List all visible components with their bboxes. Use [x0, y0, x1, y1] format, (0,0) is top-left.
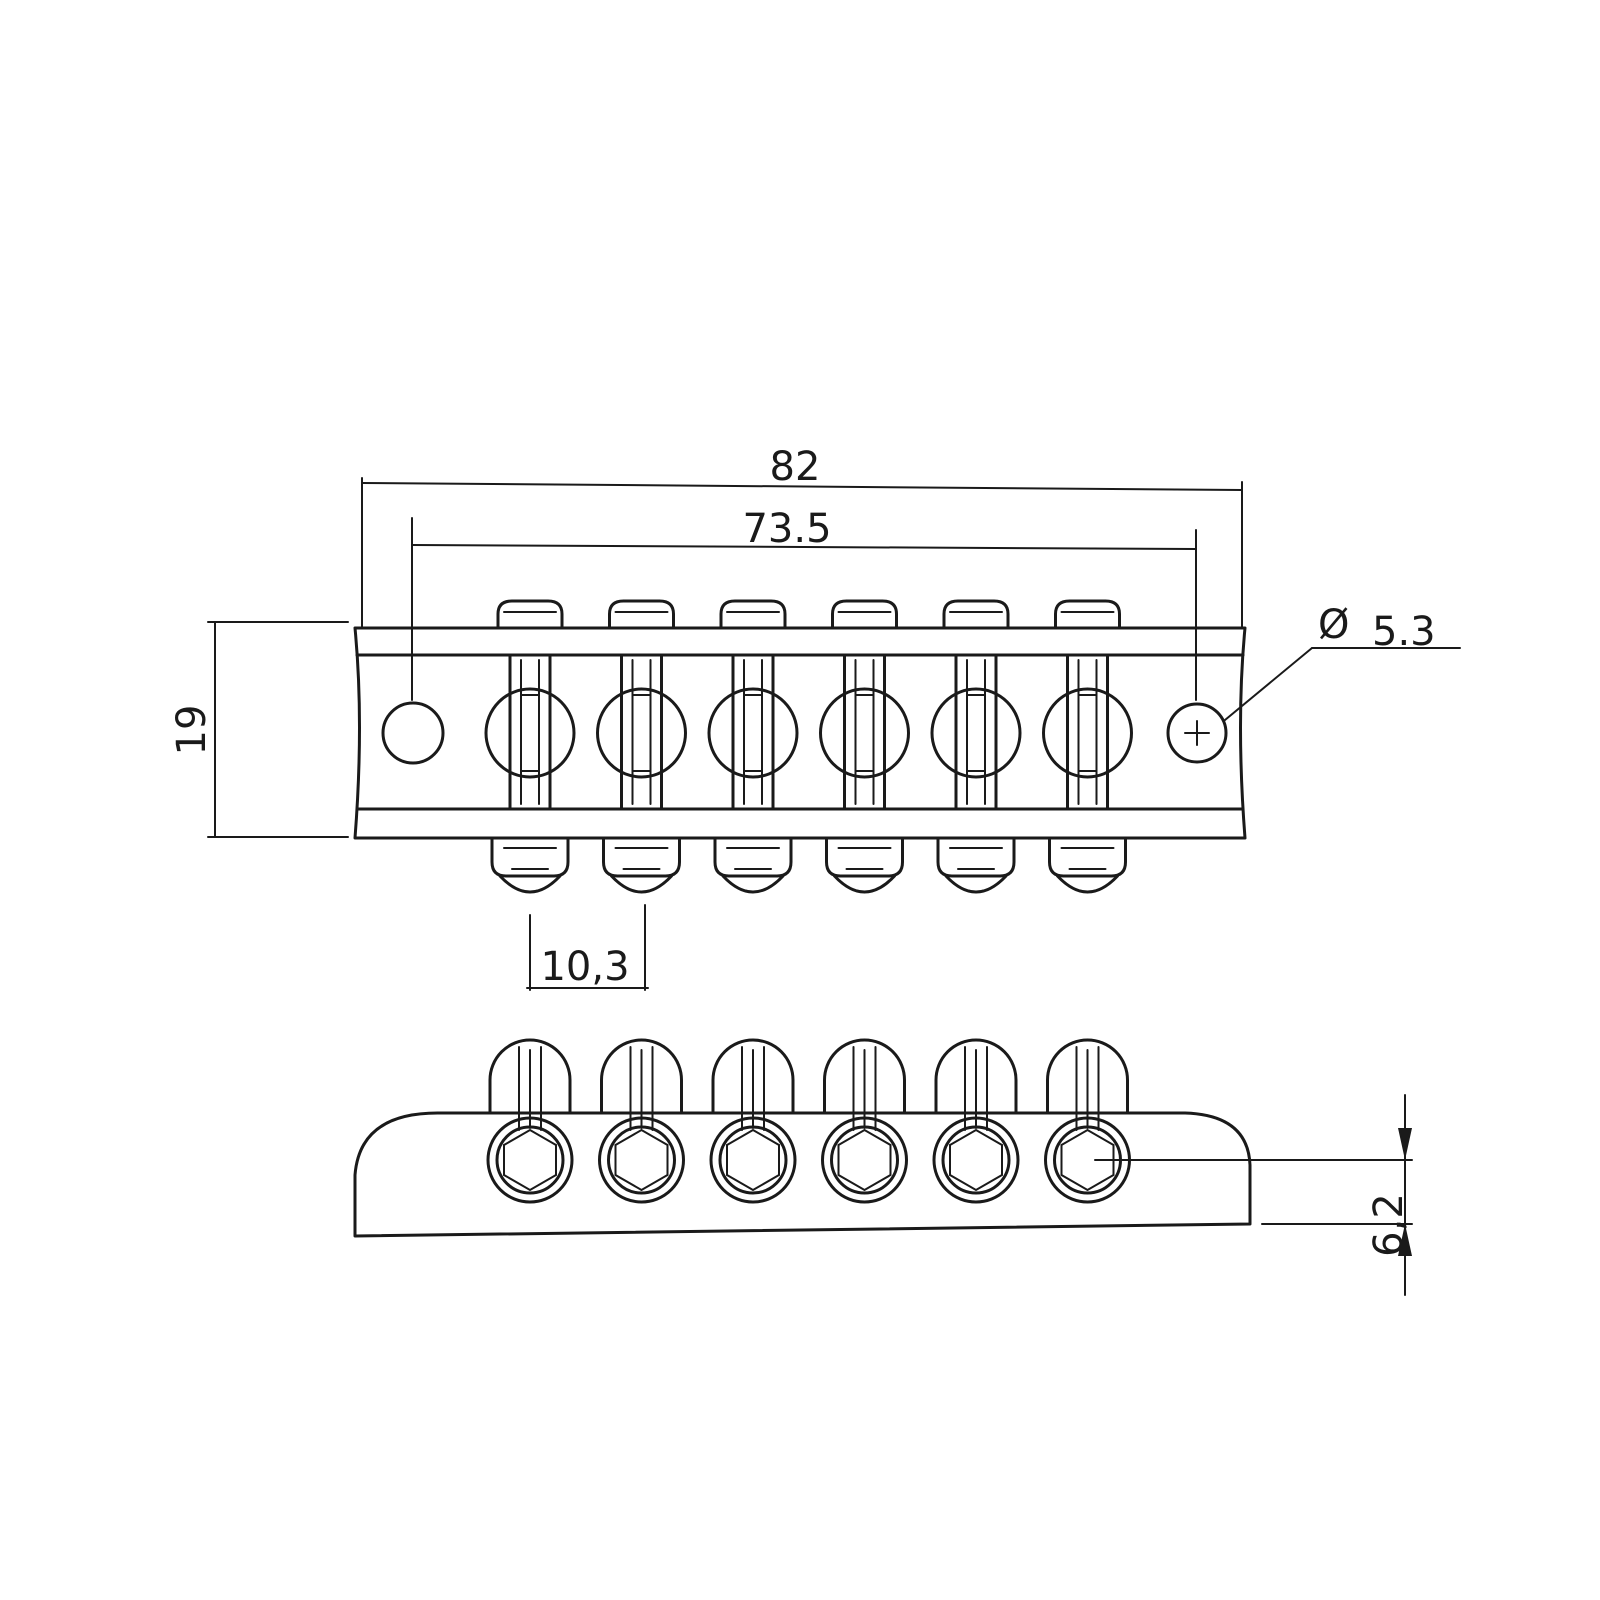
dim-19-label: 19 — [169, 705, 215, 756]
saddle-nut — [490, 836, 570, 878]
front-view — [353, 1038, 1252, 1238]
mounting-hole-left — [381, 701, 445, 765]
saddle-top — [484, 599, 576, 894]
saddle-cap — [496, 599, 564, 630]
mounting-hole-right — [1166, 702, 1228, 764]
dim-82-label: 82 — [770, 444, 821, 490]
saddle-hex-nut — [726, 1128, 780, 1192]
saddle-roller — [930, 687, 1022, 779]
saddle-hex-nut — [837, 1128, 892, 1192]
saddle-front — [1044, 1038, 1131, 1204]
saddle-dome — [600, 1038, 683, 1115]
saddle-front — [932, 1038, 1020, 1204]
front-base-outline — [353, 1111, 1252, 1238]
saddle-slot — [520, 694, 540, 772]
saddle-nut — [713, 836, 793, 878]
saddle-roller — [1042, 687, 1133, 779]
saddle-hole-outer — [821, 1116, 908, 1204]
dim-62-arrow-bottom — [1398, 1224, 1412, 1256]
saddle-top — [707, 599, 799, 894]
saddle-top — [930, 599, 1022, 894]
dim-10-label: 10,3 — [540, 944, 629, 990]
saddle-nut-dome — [1056, 874, 1119, 894]
saddle-hole-inner — [495, 1125, 565, 1195]
saddle-hex-nut — [949, 1128, 1003, 1192]
dim-73-label: 73.5 — [742, 506, 831, 552]
saddle-dome — [488, 1038, 572, 1115]
saddle-hole-outer — [486, 1116, 574, 1204]
saddle-hex-nut — [1060, 1128, 1115, 1192]
saddle-front — [598, 1038, 685, 1204]
saddle-nut-dome — [721, 874, 785, 894]
saddle-hole-inner — [941, 1125, 1011, 1195]
diameter-symbol: Ø — [1318, 602, 1349, 648]
saddle-hole-outer — [932, 1116, 1020, 1204]
saddle-nut — [602, 836, 681, 878]
saddle-slot — [854, 694, 875, 772]
saddle-top — [596, 599, 687, 894]
saddle-roller — [819, 687, 910, 779]
saddle-slot — [631, 694, 652, 772]
saddle-dome — [711, 1038, 795, 1115]
saddle-dome — [934, 1038, 1018, 1115]
dim-62-label: 6,2 — [1366, 1193, 1412, 1257]
saddle-slot — [1077, 694, 1098, 772]
base-plate-outline — [353, 626, 1247, 840]
dim-73-line — [411, 544, 1197, 550]
saddle-hex-nut — [503, 1128, 557, 1192]
saddle-slot — [966, 694, 986, 772]
saddle-front — [709, 1038, 797, 1204]
saddle-roller — [707, 687, 799, 779]
saddle-hole-inner — [607, 1125, 676, 1195]
dimensions: 82 73.5 19 Ø 5.3 10,3 6,2 — [169, 444, 1461, 1296]
saddle-nut-dome — [833, 874, 896, 894]
saddle-dome — [1046, 1038, 1129, 1115]
saddle-top — [819, 599, 910, 894]
saddle-nut-dome — [944, 874, 1008, 894]
saddle-hole-outer — [598, 1116, 685, 1204]
saddle-slot — [743, 694, 763, 772]
dim-diameter-label: 5.3 — [1372, 609, 1436, 655]
saddle-hole-inner — [718, 1125, 788, 1195]
saddle-cap — [608, 599, 675, 630]
dim-62-arrow-top — [1398, 1128, 1412, 1160]
saddle-front — [486, 1038, 574, 1204]
saddle-top — [1042, 599, 1133, 894]
saddle-cap — [942, 599, 1010, 630]
saddle-cap — [831, 599, 898, 630]
dim-82-line — [361, 482, 1243, 491]
saddle-dome — [823, 1038, 906, 1115]
saddle-hex-nut — [614, 1128, 669, 1192]
saddle-nut — [936, 836, 1016, 878]
saddle-cap — [719, 599, 787, 630]
saddle-nut-dome — [498, 874, 562, 894]
saddle-cap — [1054, 599, 1121, 630]
saddle-front — [821, 1038, 908, 1204]
top-saddles — [484, 599, 1133, 894]
saddle-roller — [596, 687, 687, 779]
saddle-hole-outer — [709, 1116, 797, 1204]
top-view — [353, 599, 1247, 894]
saddle-nut-dome — [610, 874, 673, 894]
dim-diameter-leader — [1224, 647, 1313, 721]
front-saddles — [486, 1038, 1131, 1204]
saddle-nut — [1048, 836, 1127, 878]
saddle-roller — [484, 687, 576, 779]
saddle-nut — [825, 836, 904, 878]
saddle-hole-inner — [830, 1125, 899, 1195]
